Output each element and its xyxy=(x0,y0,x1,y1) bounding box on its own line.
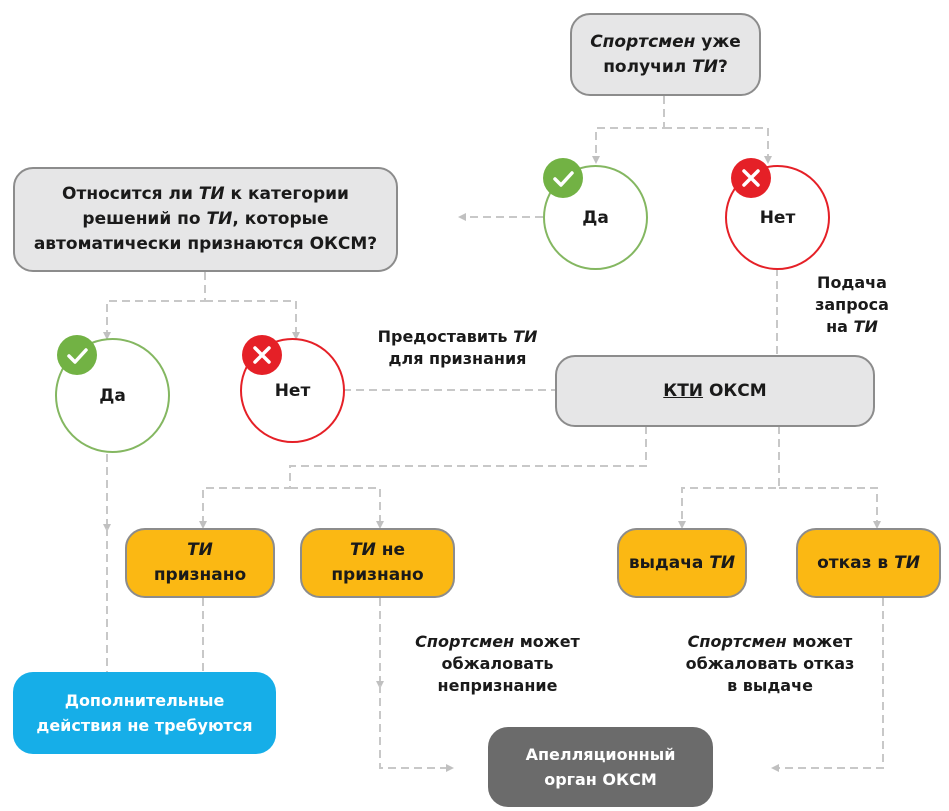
text-recognized: признано xyxy=(153,565,247,585)
ti-not-recognized-node: ТИ не признано xyxy=(300,528,455,598)
text-for-recognition: для признания xyxy=(388,349,527,368)
text-q2-b: к категории xyxy=(224,184,349,204)
text-submit-1: Подача xyxy=(817,273,887,292)
cross-icon xyxy=(731,158,771,198)
text-provide-ti: ТИ xyxy=(513,327,538,346)
no-left-label: Нет xyxy=(274,380,311,401)
kti-oksm-node: КТИ ОКСМ xyxy=(555,355,875,427)
text-athlete: Спортсмен xyxy=(590,31,696,52)
check-icon xyxy=(57,335,97,375)
text-q2-a: Относится ли xyxy=(62,184,199,204)
text-q2-ti2: ТИ xyxy=(206,209,233,229)
text-may-a: может xyxy=(514,632,580,651)
text-q2-c: решений по xyxy=(82,209,207,229)
text-appeal-b: обжаловать отказ xyxy=(685,654,855,673)
text-may-b: может xyxy=(786,632,853,651)
text-no-action-1: Дополнительные xyxy=(64,691,225,710)
no-action-node: Дополнительные действия не требуются xyxy=(13,672,276,754)
text-issue: выдача xyxy=(628,552,710,573)
cross-icon xyxy=(242,335,282,375)
check-icon xyxy=(543,158,583,198)
no-top-label: Нет xyxy=(759,207,796,228)
text-appeal-2: орган ОКСМ xyxy=(544,770,657,789)
text-ti-refuse: ТИ xyxy=(894,552,920,573)
appeal-body-node: Апелляционный орган ОКСМ xyxy=(488,727,713,807)
yes-top-label: Да xyxy=(582,207,609,228)
text-q2-e: автоматически признаются ОКСМ? xyxy=(33,234,378,254)
issue-ti-node: выдача ТИ xyxy=(617,528,747,598)
no-circle-top: Нет xyxy=(725,165,830,270)
ti-recognized-node: ТИ признано xyxy=(125,528,275,598)
text-ti: ТИ xyxy=(692,56,718,77)
text-ti-issue: ТИ xyxy=(709,552,736,573)
text-received: получил xyxy=(603,56,693,77)
text-q2-d: , которые xyxy=(232,209,329,229)
text-submit-2: запроса xyxy=(815,295,889,314)
text-in-issue: в выдаче xyxy=(727,676,813,695)
text-appeal-a: обжаловать xyxy=(441,654,554,673)
label-provide-ti: Предоставить ТИ для признания xyxy=(355,326,560,370)
text-athlete-b: Спортсмен xyxy=(687,632,787,651)
label-appeal-refusal: Спортсмен может обжаловать отказ в выдач… xyxy=(670,631,870,697)
text-oksm: ОКСМ xyxy=(703,380,767,401)
label-submit-request: Подача запроса на ТИ xyxy=(812,272,892,338)
text-ti-rec: ТИ xyxy=(187,540,213,560)
text-recognized2: признано xyxy=(331,565,424,585)
text-appeal-1: Апелляционный xyxy=(525,745,676,764)
text-refuse: отказ в xyxy=(817,552,895,573)
text-ti-notrec: ТИ xyxy=(349,540,376,560)
question-ti-auto-recognized: Относится ли ТИ к категории решений по Т… xyxy=(13,167,398,272)
text-kti: КТИ xyxy=(663,380,704,401)
text-not: не xyxy=(375,540,405,560)
text-athlete-a: Спортсмен xyxy=(415,632,515,651)
text-q2-ti1: ТИ xyxy=(198,184,225,204)
text-provide: Предоставить xyxy=(377,327,514,346)
text-nonrec: непризнание xyxy=(437,676,558,695)
question-athlete-has-ti: Спортсмен уже получил ТИ? xyxy=(570,13,761,96)
refuse-ti-node: отказ в ТИ xyxy=(796,528,941,598)
text-qmark: ? xyxy=(717,56,728,77)
text-already: уже xyxy=(695,31,741,52)
label-appeal-nonrecognition: Спортсмен может обжаловать непризнание xyxy=(395,631,600,697)
text-submit-ti: ТИ xyxy=(853,317,878,336)
text-submit-3: на xyxy=(826,317,854,336)
yes-left-label: Да xyxy=(99,385,126,406)
text-no-action-2: действия не требуются xyxy=(36,716,253,735)
